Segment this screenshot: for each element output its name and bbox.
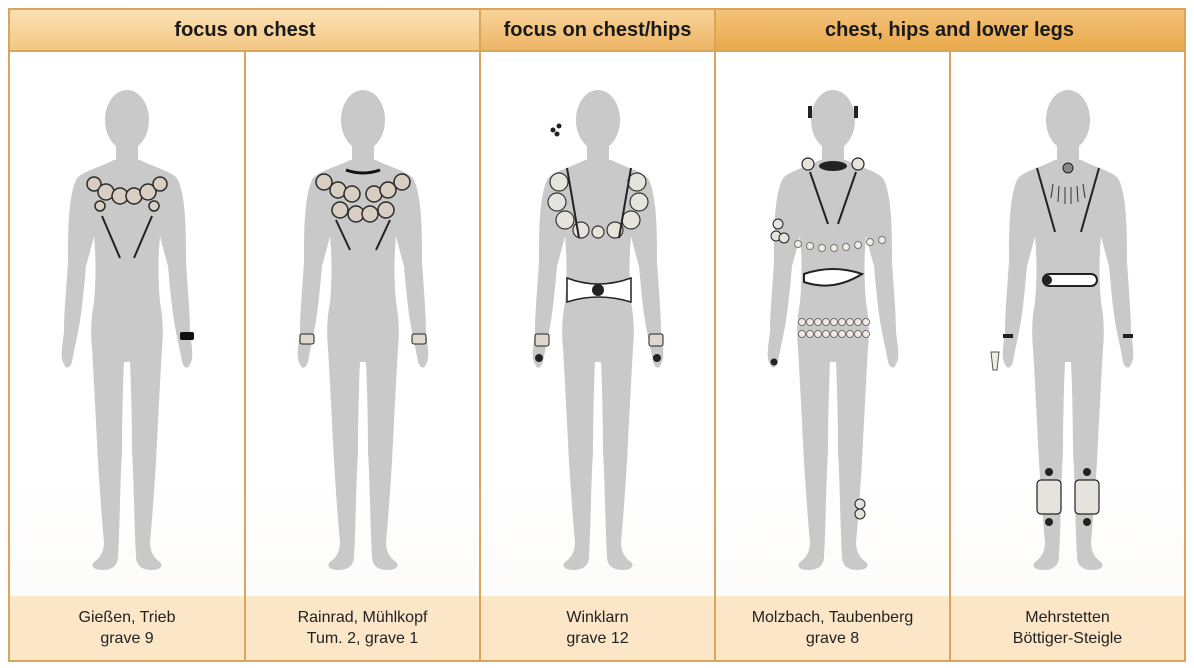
bracelet: [180, 332, 194, 340]
caption-giessen: Gießen, Trieb grave 9: [10, 596, 244, 660]
figure-column-molzbach: Molzbach, Taubenberg grave 8: [716, 52, 949, 660]
silhouette-giessen: [10, 52, 244, 596]
ring: [771, 359, 778, 366]
caption-line-2: grave 12: [566, 628, 628, 649]
caption-line-2: grave 8: [806, 628, 859, 649]
header-focus-on-chest-hips: focus on chest/hips: [480, 10, 715, 52]
caption-winklarn: Winklarn grave 12: [481, 596, 714, 660]
caption-rainrad: Rainrad, Mühlkopf Tum. 2, grave 1: [246, 596, 479, 660]
figure-column-rainrad: Rainrad, Mühlkopf Tum. 2, grave 1: [246, 52, 479, 660]
belt-clasp: [592, 284, 604, 296]
silhouette-rainrad: [246, 52, 480, 596]
caption-line-1: Gießen, Trieb: [79, 607, 176, 628]
bracelet: [412, 334, 426, 344]
bracelet: [1003, 334, 1013, 338]
earring: [808, 106, 812, 118]
figure-column-mehrstetten: Mehrstetten Böttiger-Steigle: [951, 52, 1184, 660]
caption-line-1: Rainrad, Mühlkopf: [298, 607, 428, 628]
neck-ornament: [1063, 163, 1073, 173]
header-chest-hips-lower-legs: chest, hips and lower legs: [715, 10, 1184, 52]
silhouette-winklarn: [481, 52, 715, 596]
earring: [854, 106, 858, 118]
header-focus-on-chest: focus on chest: [10, 10, 480, 52]
ring: [535, 354, 543, 362]
bracelet: [300, 334, 314, 344]
figure-panel: focus on chest focus on chest/hips chest…: [8, 8, 1186, 662]
caption-line-1: Winklarn: [566, 607, 628, 628]
figure-column-giessen: Gießen, Trieb grave 9: [10, 52, 244, 660]
neck-ring: [819, 161, 847, 171]
belt-clasp: [1042, 275, 1052, 285]
bracelet: [649, 334, 663, 346]
bracelet: [535, 334, 549, 346]
pendant: [991, 352, 999, 370]
caption-line-1: Molzbach, Taubenberg: [752, 607, 914, 628]
caption-mehrstetten: Mehrstetten Böttiger-Steigle: [951, 596, 1184, 660]
caption-line-2: Tum. 2, grave 1: [307, 628, 418, 649]
caption-line-1: Mehrstetten: [1025, 607, 1109, 628]
caption-line-2: grave 9: [100, 628, 153, 649]
leg-spirals: [1037, 480, 1099, 514]
silhouette-molzbach: [716, 52, 950, 596]
header-divider: [479, 10, 481, 52]
figure-column-winklarn: Winklarn grave 12: [481, 52, 714, 660]
caption-line-2: Böttiger-Steigle: [1013, 628, 1122, 649]
silhouette-mehrstetten: [951, 52, 1185, 596]
earring-cluster: [551, 124, 562, 137]
ring: [653, 354, 661, 362]
bracelet: [1123, 334, 1133, 338]
header-divider: [714, 10, 716, 52]
caption-molzbach: Molzbach, Taubenberg grave 8: [716, 596, 949, 660]
